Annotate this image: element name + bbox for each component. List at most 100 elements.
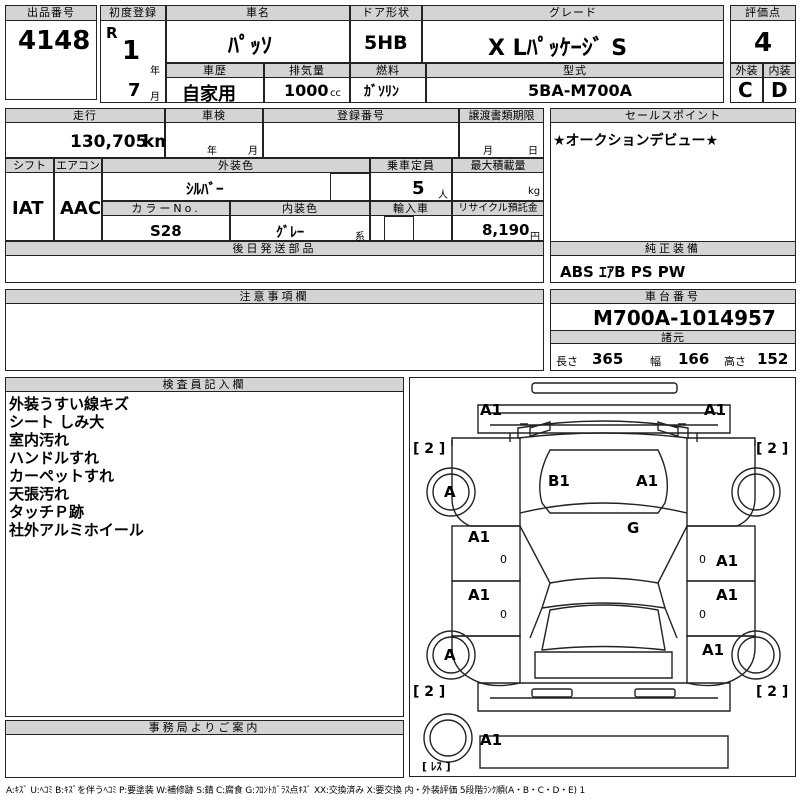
first-reg-era: R <box>106 24 118 42</box>
tire-tag-rl: [ 2 ] <box>413 684 446 700</box>
int-color-unit: 系 <box>355 232 365 243</box>
mileage-unit: km <box>143 132 173 152</box>
office-label: 事務局よりご案内 <box>5 720 404 735</box>
history-value: 自家用 <box>182 84 236 105</box>
mileage-value: 130,705 <box>70 132 148 152</box>
height-value: 152 <box>757 350 789 368</box>
model-value: 5BA-M700A <box>528 81 633 100</box>
damage-rear-right: A1 <box>702 641 725 659</box>
lot-number: 4148 <box>18 26 91 56</box>
month-unit: 月 <box>150 92 160 103</box>
inspector-cell <box>5 377 404 717</box>
shift-value: IAT <box>12 198 44 219</box>
ext-grade-value: C <box>738 78 753 102</box>
year-unit: 年 <box>150 66 160 77</box>
fuel-label: 燃料 <box>350 63 426 78</box>
zero-l1: 0 <box>500 553 507 566</box>
note-line: 室内汚れ <box>9 431 70 449</box>
damage-front-right: A1 <box>704 401 727 419</box>
inspection-month-unit: 月 <box>248 146 258 157</box>
capacity-label: 乗車定員 <box>370 158 452 173</box>
int-color-label: 内装色 <box>230 201 370 216</box>
inspector-label: 検査員記入欄 <box>5 377 404 392</box>
note-line: シート しみ大 <box>9 413 105 431</box>
ext-color-value: ｼﾙﾊﾞｰ <box>186 180 224 198</box>
transfer-label: 譲渡書類期限 <box>459 108 544 123</box>
int-grade-label: 内装 <box>763 63 796 78</box>
damage-door-fr: A1 <box>716 552 739 570</box>
wheel-fl-mark: A <box>444 483 456 501</box>
tire-tag-fr: [ 2 ] <box>756 441 789 457</box>
car-name: ﾊﾟｯｿ <box>228 34 273 59</box>
equipment-label: 純正装備 <box>550 241 796 256</box>
zero-l2: 0 <box>500 608 507 621</box>
displacement-value: 1000 <box>284 81 329 100</box>
inspection-year-unit: 年 <box>207 146 217 157</box>
first-reg-month: 7 <box>128 80 141 101</box>
tire-tag-rr: [ 2 ] <box>756 684 789 700</box>
import-divider <box>384 216 414 241</box>
capacity-unit: 人 <box>438 190 448 201</box>
model-label: 型式 <box>426 63 724 78</box>
score-label: 評価点 <box>730 5 796 21</box>
note-line: タッチＰ跡 <box>9 503 85 521</box>
selling-point-cell <box>550 108 796 256</box>
transfer-day-unit: 日 <box>528 146 538 157</box>
damage-front-left: A1 <box>480 401 503 419</box>
recycle-value: 8,190 <box>482 221 530 239</box>
later-parts-label: 後日発送部品 <box>5 241 544 256</box>
note-line: ハンドルすれ <box>9 449 100 467</box>
note-line: 外装うすい線キズ <box>9 395 130 413</box>
recycle-label: リサイクル預託金 <box>452 201 544 216</box>
ext-grade-label: 外装 <box>730 63 763 78</box>
note-line: 社外アルミホイール <box>9 521 144 539</box>
note-line: カーペットすれ <box>9 467 115 485</box>
selling-point-value: ★オークションデビュー★ <box>553 133 719 149</box>
recycle-unit: 円 <box>530 232 540 243</box>
capacity-value: 5 <box>412 178 425 199</box>
color-no-label: カラーNo. <box>102 201 230 216</box>
equipment-value: ABS ｴｱB PS PW <box>560 263 686 281</box>
plate-label: 登録番号 <box>263 108 459 123</box>
length-value: 365 <box>592 350 624 368</box>
width-label: 幅 <box>650 355 661 368</box>
damage-hood-right: A1 <box>636 472 659 490</box>
max-load-label: 最大積載量 <box>452 158 544 173</box>
lot-label: 出品番号 <box>5 5 97 21</box>
wheel-rl-mark: A <box>444 646 456 664</box>
mileage-label: 走行 <box>5 108 165 123</box>
max-load-unit: kg <box>528 186 541 197</box>
damage-rear-left: A1 <box>480 731 503 749</box>
inspector-notes: 外装うすい線キズ シート しみ大 室内汚れ ハンドルすれ カーペットすれ 天張汚… <box>9 395 144 539</box>
damage-door-rl: A1 <box>468 586 491 604</box>
damage-door-rr: A1 <box>716 586 739 604</box>
damage-door-fl: A1 <box>468 528 491 546</box>
chassis-label: 車台番号 <box>550 289 796 304</box>
grade-value: X Lﾊﾟｯｹｰｼﾞ S <box>488 36 628 61</box>
int-grade-value: D <box>771 78 788 102</box>
length-label: 長さ <box>556 355 578 368</box>
door-type: 5HB <box>364 32 408 54</box>
inspection-label: 車検 <box>165 108 263 123</box>
fuel-value: ｶﾞｿﾘﾝ <box>364 84 399 100</box>
door-label: ドア形状 <box>350 5 422 21</box>
height-label: 高さ <box>724 355 746 368</box>
grade-label: グレード <box>422 5 724 21</box>
tire-tag-fl: [ 2 ] <box>413 441 446 457</box>
displacement-label: 排気量 <box>264 63 350 78</box>
first-reg-cell <box>100 5 166 103</box>
import-label: 輸入車 <box>370 201 452 216</box>
first-reg-year: 1 <box>122 36 141 66</box>
history-label: 車歴 <box>166 63 264 78</box>
chassis-number: M700A-1014957 <box>593 306 776 330</box>
aircon-value: AAC <box>60 198 102 219</box>
car-diagram: A1 A1 B1 A1 G A1 A1 A1 A1 A1 A1 A A 0 0 … <box>409 377 796 777</box>
legend: A:ｷｽﾞ U:ﾍｺﾐ B:ｷｽﾞを伴うﾍｺﾐ P:要塗装 W:補修跡 S:錆 … <box>6 786 585 796</box>
tire-tag-spare: [ ﾚｽ ] <box>422 760 451 773</box>
zero-r2: 0 <box>699 608 706 621</box>
shift-label: シフト <box>5 158 54 173</box>
selling-point-label: セールスポイント <box>550 108 796 123</box>
int-color-value: ｸﾞﾚｰ <box>276 225 304 241</box>
color-no-value: S28 <box>150 222 182 240</box>
aircon-label: エアコン <box>54 158 102 173</box>
